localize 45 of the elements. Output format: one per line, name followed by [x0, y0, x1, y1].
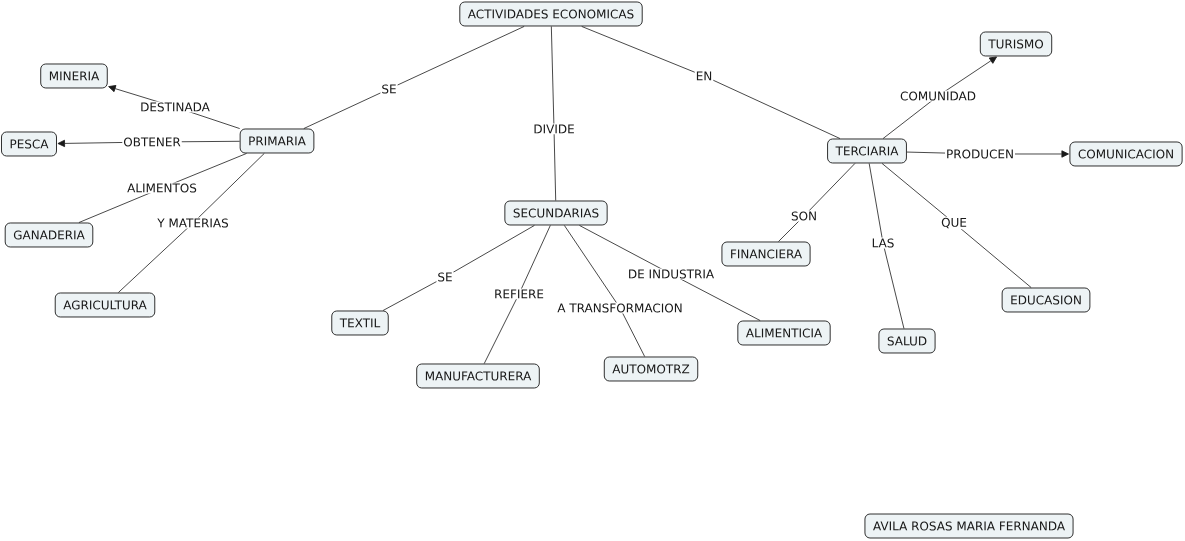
concept-box: MANUFACTURERA [416, 363, 540, 389]
connector-line [303, 26, 525, 129]
concept-box: SECUNDARIAS [504, 200, 608, 226]
concept-box: MINERIA [40, 63, 108, 89]
connector-line [579, 225, 761, 321]
edge-label: REFIERE [493, 288, 545, 300]
concept-box: PRIMARIA [239, 128, 315, 154]
concept-box: COMUNICACION [1069, 141, 1183, 167]
edge-label: OBTENER [122, 136, 182, 148]
concept-box: TERCIARIA [827, 138, 907, 164]
connector-line [868, 163, 905, 329]
edge-label: Y MATERIAS [156, 217, 230, 229]
edge-label: QUE [940, 216, 968, 230]
edge-label: EN [694, 70, 714, 82]
connector-line [882, 56, 997, 139]
connector-line [564, 225, 646, 357]
concept-box: ACTIVIDADES ECONOMICAS [459, 1, 643, 27]
connector-line [881, 163, 1032, 288]
edge-label: SE [380, 83, 398, 95]
concept-box: GANADERIA [4, 222, 94, 248]
edge-label: DIVIDE [532, 123, 576, 135]
edge-label: DESTINADA [139, 101, 211, 113]
connector-line [483, 225, 551, 364]
edge-label: A TRANSFORMACION [556, 302, 684, 314]
edge-label: DE INDUSTRIA [626, 268, 716, 280]
edge-label: PRODUCEN [945, 148, 1015, 160]
edge-label: COMUNIDAD [899, 90, 977, 102]
connector-line [117, 153, 265, 293]
concept-box: AGRICULTURA [54, 292, 156, 318]
concept-box: ALIMENTICIA [737, 320, 831, 346]
connector-line [382, 225, 535, 311]
concept-box: AUTOMOTRZ [603, 356, 699, 382]
edge-label: SE [436, 271, 454, 283]
connector-line [581, 26, 841, 139]
concept-box: TURISMO [979, 31, 1053, 57]
concept-box: FINANCIERA [721, 241, 811, 267]
concept-box: TEXTIL [331, 310, 389, 336]
concept-box: EDUCASION [1001, 287, 1091, 313]
author-box: AVILA ROSAS MARIA FERNANDA [864, 513, 1074, 539]
edge-label: LAS [870, 237, 896, 249]
edge-label: ALIMENTOS [126, 182, 198, 194]
concept-box: SALUD [878, 328, 936, 354]
edge-label: SON [790, 210, 819, 222]
connector-line [550, 26, 557, 201]
concept-box: PESCA [1, 131, 57, 157]
